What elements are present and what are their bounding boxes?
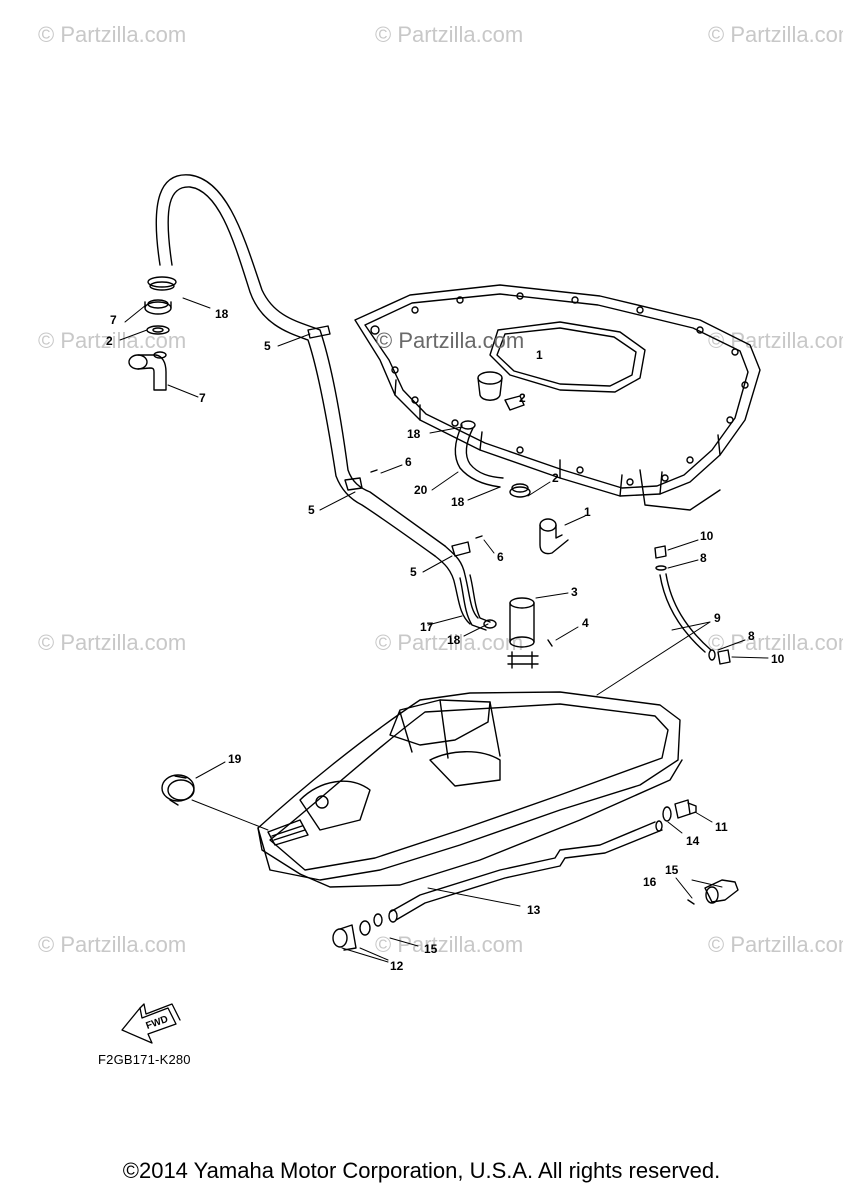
copyright-notice: ©2014 Yamaha Motor Corporation, U.S.A. A… <box>122 1158 721 1183</box>
callout-16: 16 <box>643 875 657 889</box>
pipe-part-17 <box>459 574 491 631</box>
callout-13: 13 <box>527 903 541 917</box>
callout-6-lower: 6 <box>497 550 504 564</box>
fwd-label: FWD <box>145 1014 170 1032</box>
callout-7-top: 7 <box>110 313 117 327</box>
screw-part-6-upper <box>370 469 378 473</box>
callout-14: 14 <box>686 834 700 848</box>
callout-5-upper: 5 <box>264 339 271 353</box>
hose-clamp-mid-5 <box>344 477 363 491</box>
screw-part-4 <box>547 639 553 647</box>
diagram-code: F2GB171-K280 <box>98 1052 191 1067</box>
callout-7-bottom: 7 <box>199 391 206 405</box>
hose-part-20 <box>454 420 504 488</box>
elbow-fitting-part-7 <box>128 351 167 391</box>
callout-1-tank: 1 <box>536 348 543 362</box>
callout-12: 12 <box>390 959 404 973</box>
fitting-part-1-tank <box>477 371 503 401</box>
callout-2-right: 2 <box>552 471 559 485</box>
plug-part-19 <box>161 774 195 806</box>
hose-part-9 <box>659 573 712 653</box>
callout-18-tank: 18 <box>407 427 421 441</box>
callout-10-upper: 10 <box>700 529 714 543</box>
forward-direction-arrow <box>121 1003 181 1044</box>
leader-lines <box>119 297 769 963</box>
callout-2-tank: 2 <box>519 391 526 405</box>
callout-8-lower: 8 <box>748 629 755 643</box>
callout-1-right: 1 <box>584 505 591 519</box>
callout-15-right: 15 <box>665 863 679 877</box>
washer-part-8-lower <box>708 649 716 661</box>
strainer-part-3 <box>507 597 539 669</box>
callout-2-left: 2 <box>106 334 113 348</box>
nut-part-2-right <box>509 483 531 498</box>
washer-part-8-upper <box>655 565 667 571</box>
callout-18-lower: 18 <box>447 633 461 647</box>
nut-part-7 <box>144 299 172 315</box>
elbow-fitting-part-1 <box>539 518 569 555</box>
fitting-part-10-lower <box>717 649 731 665</box>
pipe-part-13 <box>388 820 663 923</box>
callout-10-lower: 10 <box>771 652 785 666</box>
callout-20: 20 <box>414 483 428 497</box>
callout-19: 19 <box>228 752 242 766</box>
callout-18-top: 18 <box>215 307 229 321</box>
deck-pan <box>354 284 761 511</box>
hose-clamp-part-18-lower <box>483 619 497 629</box>
screw-part-16 <box>687 899 695 905</box>
vent-hose-part-5 <box>155 174 479 625</box>
callout-8-upper: 8 <box>700 551 707 565</box>
fitting-part-11 <box>674 799 697 819</box>
callout-18-mid: 18 <box>451 495 465 509</box>
callout-4: 4 <box>582 616 589 630</box>
boat-hull <box>257 691 683 888</box>
callout-17: 17 <box>420 620 434 634</box>
callout-9: 9 <box>714 611 721 625</box>
fitting-part-15-right <box>704 879 739 904</box>
clamp-part-2-tank <box>504 395 525 411</box>
callout-3: 3 <box>571 585 578 599</box>
callout-5-lower: 5 <box>410 565 417 579</box>
washer-part-14 <box>662 806 672 822</box>
fitting-part-10-upper <box>654 545 667 559</box>
callout-15-left: 15 <box>424 942 438 956</box>
washer-part-15-left <box>373 913 383 927</box>
washer-part-2-left <box>146 325 170 335</box>
callout-6-upper: 6 <box>405 455 412 469</box>
callout-5-mid: 5 <box>308 503 315 517</box>
screw-part-6-lower <box>475 535 483 539</box>
hose-clamp-part-18-top <box>147 276 177 291</box>
hose-clamp-lower-5 <box>451 541 471 557</box>
hose-clamp-upper-5 <box>307 325 331 339</box>
fitting-part-12 <box>332 920 371 951</box>
callout-11: 11 <box>715 820 728 834</box>
